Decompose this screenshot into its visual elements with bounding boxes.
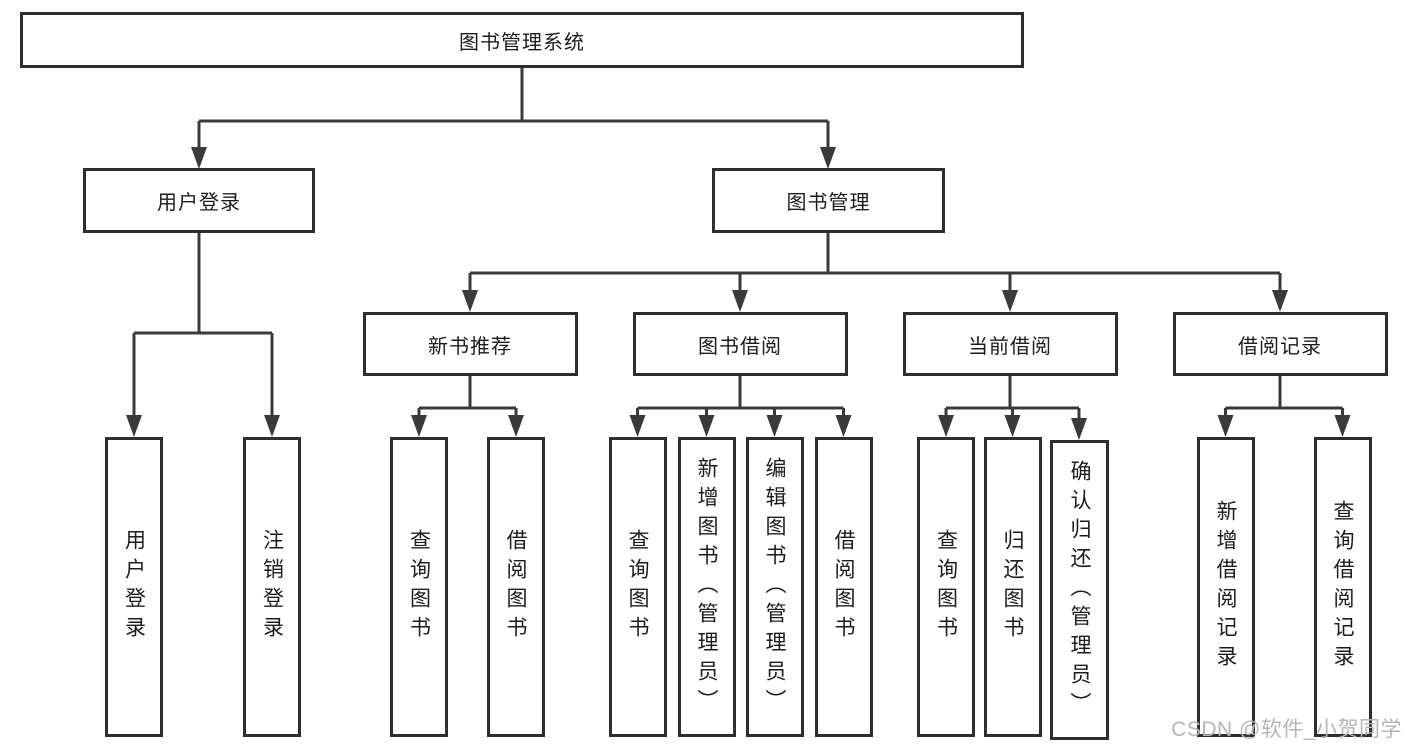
node-user-login: 用户登录 — [83, 168, 315, 233]
node-label: 图书管理 — [786, 192, 871, 214]
node-label: 借阅记录 — [1238, 335, 1322, 358]
node-label: 新书推荐 — [428, 335, 512, 358]
leaf-current-return-books: 归还图书 — [983, 437, 1042, 737]
node-library-system: 图书管理系统 — [20, 12, 1024, 68]
connector-book-management-to-level3 — [462, 233, 1288, 312]
leaf-label: 确认归还（管理员） — [1068, 459, 1091, 721]
leaf-records-add-borrow-record: 新增借阅记录 — [1196, 437, 1255, 737]
leaf-label: 注销登录 — [260, 529, 284, 645]
leaf-records-query-borrow-record: 查询借阅记录 — [1313, 437, 1372, 737]
connector-book-borrowing-to-leaves — [629, 376, 852, 437]
leaf-current-confirm-return-admin: 确认归还（管理员） — [1050, 440, 1109, 740]
connector-borrowing-records-to-leaves — [1217, 376, 1351, 437]
connector-user-login-to-leaves — [126, 233, 280, 437]
leaf-label: 查询图书 — [407, 529, 431, 645]
leaf-label: 编辑图书（管理员） — [763, 456, 786, 718]
node-borrowing-records: 借阅记录 — [1172, 312, 1388, 376]
leaf-label: 用户登录 — [122, 529, 146, 645]
leaf-label: 查询图书 — [934, 529, 958, 645]
node-label: 当前借阅 — [968, 335, 1052, 358]
csdn-watermark: CSDN @软件_小贺同学 — [1171, 718, 1402, 741]
leaf-borrowing-query-books: 查询图书 — [608, 437, 667, 737]
leaf-recommend-query-books: 查询图书 — [390, 437, 448, 737]
node-book-borrowing: 图书借阅 — [632, 312, 848, 376]
leaf-recommend-borrow-books: 借阅图书 — [486, 437, 545, 737]
leaf-borrowing-borrow-books: 借阅图书 — [814, 437, 873, 737]
node-new-book-recommendation: 新书推荐 — [362, 312, 578, 376]
leaf-label: 查询图书 — [626, 529, 649, 645]
node-book-management: 图书管理 — [712, 168, 945, 233]
leaf-label: 新增图书（管理员） — [695, 456, 718, 718]
leaf-label: 借阅图书 — [504, 529, 527, 645]
node-label: 图书借阅 — [698, 335, 782, 358]
node-current-borrowing: 当前借阅 — [902, 312, 1118, 376]
leaf-borrowing-add-book-admin: 新增图书（管理员） — [677, 437, 736, 737]
connector-new-book-recommendation-to-leaves — [411, 376, 524, 437]
leaf-user-login: 用户登录 — [105, 437, 163, 737]
leaf-label: 借阅图书 — [832, 529, 855, 645]
node-label: 用户登录 — [157, 192, 241, 214]
connector-root-to-level2 — [191, 68, 836, 169]
leaf-borrowing-edit-book-admin: 编辑图书（管理员） — [745, 437, 804, 737]
leaf-label: 查询借阅记录 — [1331, 500, 1354, 674]
node-label: 图书管理系统 — [459, 31, 585, 54]
connector-current-borrowing-to-leaves — [938, 376, 1087, 440]
leaf-current-query-books: 查询图书 — [917, 437, 975, 737]
leaf-logout-login: 注销登录 — [243, 437, 301, 737]
leaf-label: 归还图书 — [1001, 529, 1024, 645]
leaf-label: 新增借阅记录 — [1214, 500, 1237, 674]
